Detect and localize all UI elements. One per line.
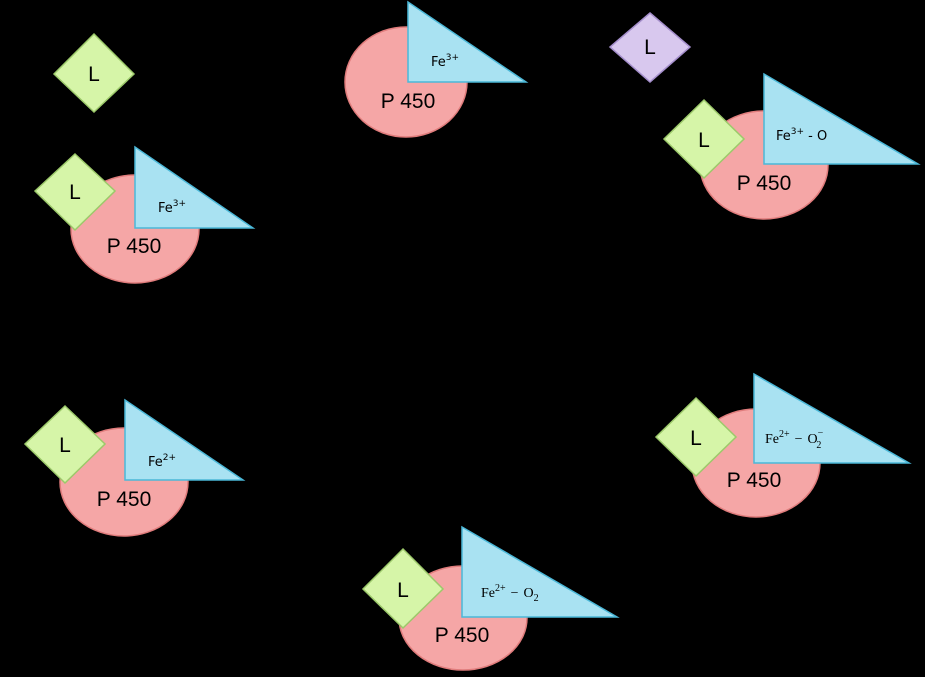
enzyme-label: P 450: [381, 90, 436, 113]
ligand-diamond: [662, 98, 746, 180]
ligand-label: L: [69, 181, 81, 204]
resting-state-complex: Fe3+ P 450: [344, 0, 529, 138]
heme-triangle: [461, 525, 620, 618]
superoxo-complex: L Fe2+−O−2 P 450: [654, 372, 912, 518]
ligand-label: L: [397, 579, 409, 602]
heme-iron-label: Fe3+: [158, 199, 186, 216]
enzyme-label: P 450: [727, 469, 782, 492]
heme-triangle: [407, 0, 529, 83]
heme-triangle: [753, 372, 912, 464]
substrate-bound-complex: L Fe3+ P 450: [33, 145, 256, 284]
product-diamond: [608, 12, 692, 83]
reduced-complex: L Fe2+ P 450: [23, 398, 246, 537]
heme-triangle: [763, 72, 921, 165]
heme-iron-label: Fe2+−O2: [481, 583, 539, 604]
heme-iron-label: Fe2+: [148, 453, 176, 470]
heme-triangle: [124, 398, 246, 481]
product-ligand: L: [608, 12, 692, 83]
ligand-diamond: [23, 404, 107, 485]
heme-triangle: [134, 145, 256, 229]
ferryl-complex: L Fe3+ - O P 450: [662, 72, 921, 220]
heme-iron-label: Fe3+ - O: [776, 127, 827, 144]
ligand-diamond: [654, 396, 738, 478]
free-ligand: L: [52, 32, 136, 114]
heme-iron-label: Fe2+−O−2: [765, 428, 824, 451]
heme-iron-label: Fe3+: [431, 53, 459, 70]
enzyme-label: P 450: [737, 172, 792, 195]
ligand-label: L: [690, 427, 702, 450]
enzyme-label: P 450: [435, 624, 490, 647]
ligand-diamond: [361, 547, 445, 630]
oxy-complex: L Fe2+−O2 P 450: [361, 525, 620, 671]
ligand-label: L: [698, 129, 710, 152]
ligand-diamond: [52, 32, 136, 114]
enzyme-label: P 450: [97, 488, 152, 511]
product-label: L: [644, 36, 656, 59]
ligand-diamond: [33, 152, 117, 232]
ligand-label: L: [59, 434, 71, 457]
enzyme-label: P 450: [107, 235, 162, 258]
ligand-label: L: [88, 63, 100, 86]
